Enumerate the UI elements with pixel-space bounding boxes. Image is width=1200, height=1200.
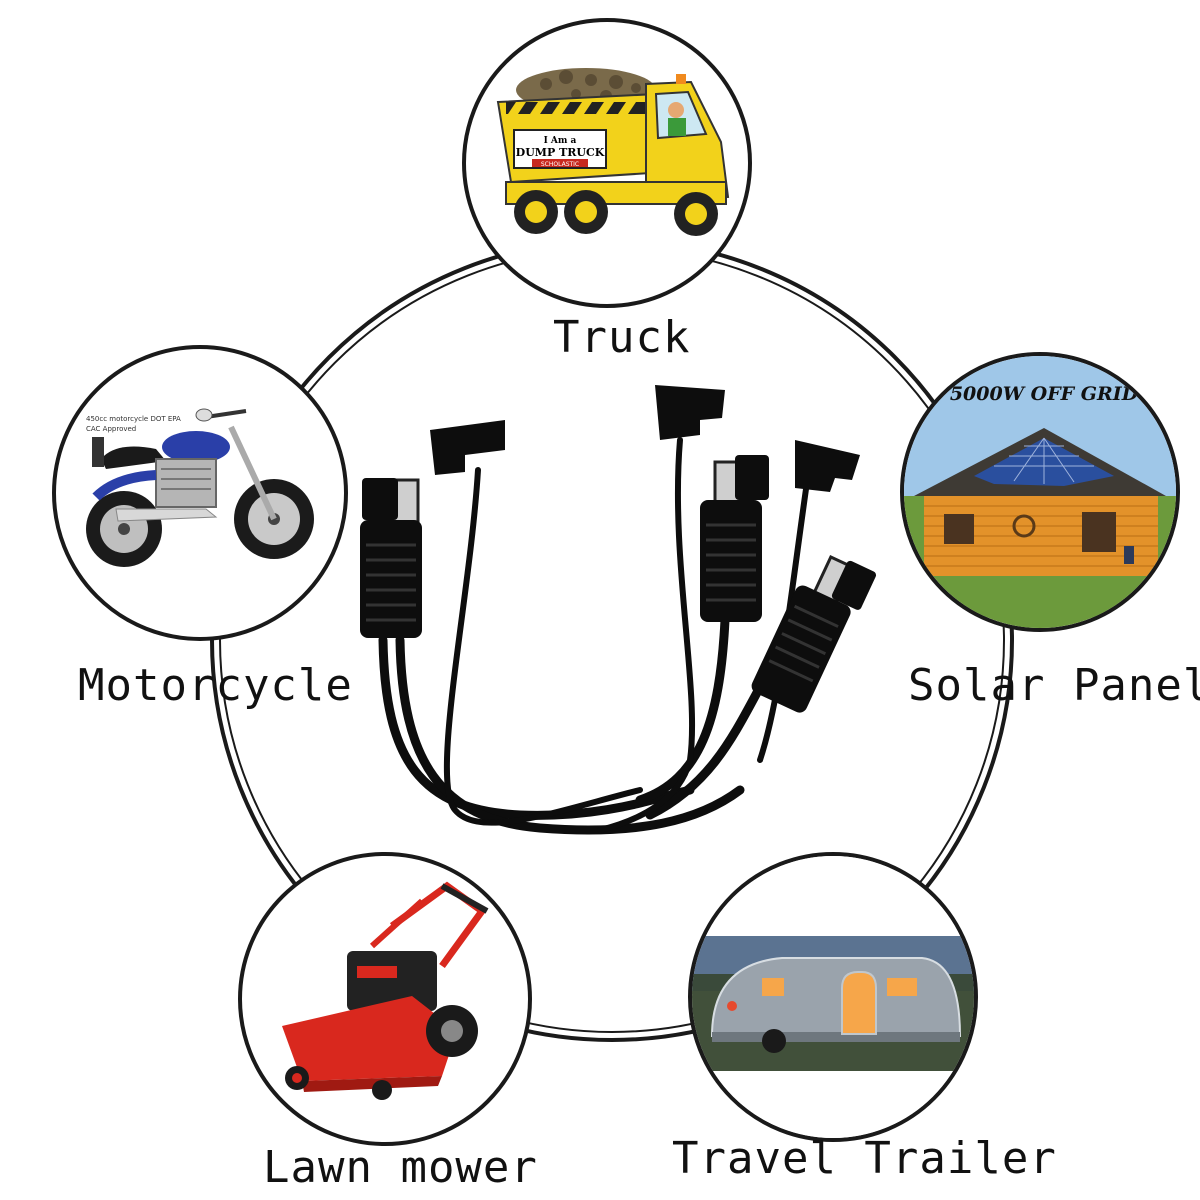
solar-caption: 5000W OFF GRID — [950, 383, 1139, 405]
solar-house-image: 5000W OFF GRID — [904, 356, 1176, 628]
moto-caption-line1: 450cc motorcycle DOT EPA — [86, 415, 181, 423]
moto-caption-line2: CAC Approved — [86, 425, 136, 433]
truck-sign-line1: I Am a — [544, 136, 577, 146]
lawn-mower-image — [282, 881, 489, 1100]
label-truck: Truck — [553, 312, 691, 363]
trailer-bubble — [688, 852, 978, 1142]
truck-brand: SCHOLASTIC — [541, 161, 579, 168]
label-travel-trailer: Travel Trailer — [672, 1133, 1057, 1184]
truck-bubble: I Am a DUMP TRUCK SCHOLASTIC — [462, 18, 752, 308]
motorcycle-bubble: 450cc motorcycle DOT EPA CAC Approved — [52, 345, 348, 641]
label-lawn-mower: Lawn mower — [263, 1142, 538, 1193]
motorcycle-image: 450cc motorcycle DOT EPA CAC Approved — [86, 408, 314, 567]
dump-truck-image: I Am a DUMP TRUCK SCHOLASTIC — [496, 68, 730, 236]
truck-sign-line2: DUMP TRUCK — [516, 146, 605, 159]
mower-bubble — [238, 852, 532, 1146]
solar-bubble: 5000W OFF GRID — [900, 352, 1180, 632]
label-solar-panel: Solar Panel — [908, 660, 1200, 711]
label-motorcycle: Motorcycle — [78, 660, 353, 711]
travel-trailer-image — [692, 856, 974, 1138]
